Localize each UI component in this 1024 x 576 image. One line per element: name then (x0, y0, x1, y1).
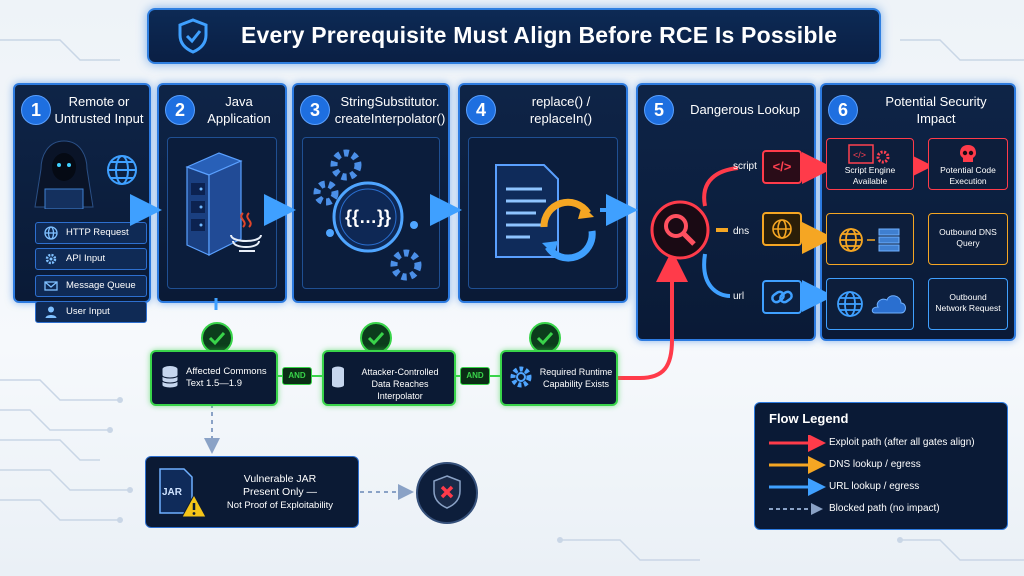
legend-item-blocked: Blocked path (no impact) (829, 503, 940, 514)
hacker-icon (34, 140, 94, 209)
globe-icon (107, 155, 137, 185)
impact-dns-query: Outbound DNS Query (928, 213, 1008, 265)
skull-icon (960, 145, 976, 162)
impact-network-request: Outbound Network Request (928, 278, 1008, 330)
globe-cloud-icon (837, 291, 906, 317)
and-badge: AND (282, 367, 312, 385)
lookup-script-label: script (733, 161, 757, 172)
user-icon (45, 306, 57, 318)
server-java-icon (185, 152, 262, 256)
input-http-request: HTTP Request (35, 222, 147, 244)
lookup-url-label: url (733, 291, 745, 302)
link-icon (762, 280, 802, 314)
step-title: Dangerous Lookup (690, 102, 800, 117)
legend-swatches (769, 435, 826, 515)
gear-icon (45, 253, 57, 265)
magnifier-icon (650, 200, 710, 260)
legend-item-url: URL lookup / egress (829, 481, 920, 492)
shield-x-icon (433, 475, 461, 509)
step-number: 1 (21, 95, 51, 125)
page-title: Every Prerequisite Must Align Before RCE… (241, 22, 838, 48)
input-user: User Input (35, 301, 147, 323)
step-number: 4 (466, 95, 496, 125)
globe-server-icon (839, 228, 900, 252)
globe-icon (762, 212, 802, 246)
shield-check-icon (178, 18, 208, 54)
step-title: replace() /replaceIn() (529, 94, 593, 126)
jar-label: JAR (162, 487, 183, 498)
step-replace: 4 replace() /replaceIn() (458, 83, 628, 303)
check-icon (201, 322, 233, 354)
blocked-shield (416, 462, 478, 524)
flow-legend: Flow Legend Exploit path (after all gate… (754, 402, 1008, 530)
legend-title: Flow Legend (769, 411, 849, 426)
database-icon (331, 365, 345, 389)
database-icon (161, 365, 179, 389)
title-banner: Every Prerequisite Must Align Before RCE… (147, 8, 881, 64)
gear-icon (510, 366, 532, 388)
impact-dns-icons (826, 213, 914, 265)
impact-network-icons (826, 278, 914, 330)
envelope-icon (44, 281, 58, 291)
check-icon (360, 322, 392, 354)
legend-item-exploit: Exploit path (after all gates align) (829, 437, 975, 448)
and-badge: AND (460, 367, 490, 385)
svg-text:</>: </> (853, 150, 866, 160)
impact-script-engine: </> Script Engine Available (826, 138, 914, 190)
gears-icon (313, 149, 422, 281)
document-refresh-icon (495, 164, 596, 262)
step-number: 2 (165, 95, 195, 125)
interpolator-glyph: {{…}} (344, 207, 392, 227)
code-tag-icon: </> (762, 150, 802, 184)
globe-icon (44, 226, 58, 240)
step-create-interpolator: 3 StringSubstitutor.createInterpolator()… (292, 83, 450, 303)
script-engine-icon: </> (848, 144, 890, 164)
check-icon (529, 322, 561, 354)
input-api: API Input (35, 248, 147, 270)
vulnerable-jar-note: JAR Vulnerable JAR Present Only — Not Pr… (145, 456, 359, 528)
lookup-dns-label: dns (733, 226, 750, 237)
input-message-queue: Message Queue (35, 275, 147, 297)
step-title: StringSubstitutor.createInterpolator() (334, 94, 446, 126)
step-number: 6 (828, 95, 858, 125)
legend-item-dns: DNS lookup / egress (829, 459, 921, 470)
impact-code-execution: Potential Code Execution (928, 138, 1008, 190)
jar-warning-icon (159, 468, 207, 518)
step-number: 5 (644, 95, 674, 125)
step-number: 3 (300, 95, 330, 125)
